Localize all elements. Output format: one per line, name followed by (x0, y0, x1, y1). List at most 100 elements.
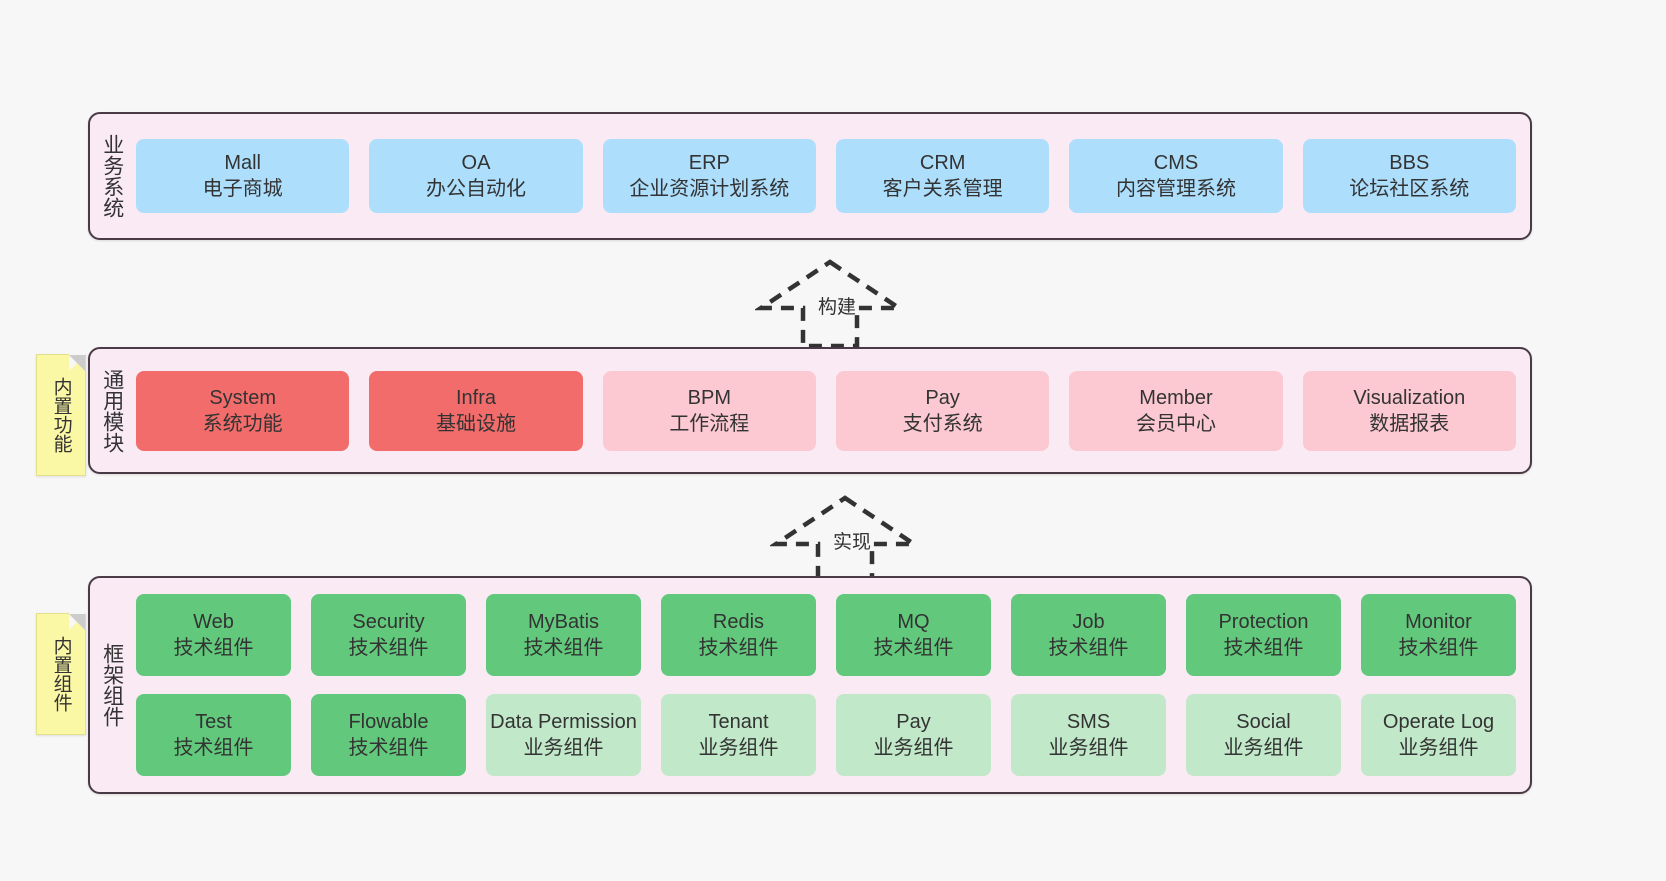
card-visualization[interactable]: Visualization 数据报表 (1302, 370, 1516, 451)
card-mall[interactable]: Mall 电子商城 (136, 139, 350, 213)
card-mybatis[interactable]: MyBatis 技术组件 (486, 594, 641, 676)
card-bbs[interactable]: BBS 论坛社区系统 (1302, 139, 1516, 213)
card-cms[interactable]: CMS 内容管理系统 (1069, 139, 1283, 213)
card-social[interactable]: Social 业务组件 (1186, 694, 1341, 776)
card-title: Data Permission (490, 711, 637, 733)
business-card-row: Mall 电子商城 OA 办公自动化 ERP 企业资源计划系统 CRM 客户关系… (136, 139, 1516, 213)
card-pay-business[interactable]: Pay 业务组件 (836, 694, 991, 776)
card-sms[interactable]: SMS 业务组件 (1011, 694, 1166, 776)
card-title: Mall (224, 152, 261, 174)
card-title: Pay (896, 711, 931, 733)
card-title: BBS (1389, 152, 1430, 174)
card-subtitle: 基础设施 (435, 412, 516, 435)
card-subtitle: 业务组件 (873, 737, 954, 759)
card-subtitle: 数据报表 (1369, 412, 1450, 435)
card-title: Web (193, 611, 234, 633)
card-title: CMS (1153, 152, 1199, 174)
card-subtitle: 业务组件 (1048, 737, 1129, 759)
card-title: Security (352, 611, 425, 633)
layer-business-body: Mall 电子商城 OA 办公自动化 ERP 企业资源计划系统 CRM 客户关系… (134, 114, 1530, 238)
card-monitor[interactable]: Monitor 技术组件 (1361, 594, 1516, 676)
card-title: ERP (688, 152, 730, 174)
card-pay[interactable]: Pay 支付系统 (835, 370, 1050, 451)
card-web[interactable]: Web 技术组件 (136, 594, 291, 676)
layer-framework-title: 框架组件 (100, 643, 124, 727)
card-title: Social (1236, 711, 1291, 733)
card-subtitle: 企业资源计划系统 (629, 178, 790, 200)
card-title: OA (461, 152, 491, 174)
card-subtitle: 电子商城 (202, 178, 283, 200)
framework-business-row: Test 技术组件 Flowable 技术组件 Data Permission … (136, 694, 1516, 776)
card-subtitle: 办公自动化 (425, 178, 526, 200)
card-infra[interactable]: Infra 基础设施 (369, 370, 583, 451)
layer-common-module: 通用模块 System 系统功能 Infra 基础设施 BPM 工作流程 Pay… (88, 347, 1532, 474)
card-redis[interactable]: Redis 技术组件 (661, 594, 816, 676)
note-label: 内置组件 (50, 636, 72, 712)
card-title: Protection (1218, 611, 1309, 633)
card-member[interactable]: Member 会员中心 (1069, 370, 1283, 451)
card-title: Pay (925, 386, 960, 409)
card-system[interactable]: System 系统功能 (136, 370, 350, 451)
card-title: Operate Log (1382, 711, 1495, 733)
layer-common-body: System 系统功能 Infra 基础设施 BPM 工作流程 Pay 支付系统… (134, 349, 1530, 472)
card-subtitle: 支付系统 (902, 412, 983, 435)
card-subtitle: 技术组件 (873, 637, 954, 659)
card-test[interactable]: Test 技术组件 (136, 694, 291, 776)
card-subtitle: 技术组件 (1048, 637, 1129, 659)
common-card-row: System 系统功能 Infra 基础设施 BPM 工作流程 Pay 支付系统… (136, 370, 1516, 451)
card-subtitle: 技术组件 (1223, 637, 1304, 659)
card-title: Flowable (348, 711, 429, 733)
layer-common-title: 通用模块 (100, 368, 124, 453)
card-title: Visualization (1353, 386, 1466, 409)
card-title: System (209, 386, 276, 409)
card-subtitle: 会员中心 (1135, 412, 1216, 435)
connector-implement-label: 实现 (833, 532, 872, 553)
note-label: 内置功能 (50, 377, 72, 453)
card-title: MyBatis (527, 611, 600, 633)
card-title: Redis (712, 611, 765, 633)
card-title: Job (1072, 611, 1105, 633)
card-job[interactable]: Job 技术组件 (1011, 594, 1166, 676)
card-subtitle: 客户关系管理 (882, 178, 1003, 200)
card-flowable[interactable]: Flowable 技术组件 (311, 694, 466, 776)
card-subtitle: 系统功能 (202, 412, 283, 435)
card-subtitle: 工作流程 (669, 412, 750, 435)
card-mq[interactable]: MQ 技术组件 (836, 594, 991, 676)
card-title: BPM (687, 386, 731, 409)
card-title: Infra (455, 386, 496, 409)
card-subtitle: 内容管理系统 (1115, 178, 1236, 200)
card-data-permission[interactable]: Data Permission 业务组件 (486, 694, 641, 776)
note-builtin-component: 内置组件 (36, 613, 86, 735)
card-subtitle: 技术组件 (523, 637, 604, 659)
card-title: Member (1139, 386, 1213, 409)
card-subtitle: 技术组件 (348, 737, 429, 759)
card-tenant[interactable]: Tenant 业务组件 (661, 694, 816, 776)
card-title: CRM (919, 152, 966, 174)
card-title: Tenant (708, 711, 769, 733)
layer-business-title: 业务系统 (100, 134, 124, 218)
note-builtin-function: 内置功能 (36, 354, 86, 476)
card-subtitle: 技术组件 (173, 737, 254, 759)
card-title: Monitor (1405, 611, 1472, 633)
card-subtitle: 业务组件 (523, 737, 604, 759)
card-subtitle: 论坛社区系统 (1349, 178, 1470, 200)
layer-framework-body: Web 技术组件 Security 技术组件 MyBatis 技术组件 Redi… (134, 578, 1530, 792)
card-security[interactable]: Security 技术组件 (311, 594, 466, 676)
card-subtitle: 技术组件 (1398, 637, 1479, 659)
card-title: MQ (897, 611, 930, 633)
framework-tech-row: Web 技术组件 Security 技术组件 MyBatis 技术组件 Redi… (136, 594, 1516, 676)
card-crm[interactable]: CRM 客户关系管理 (835, 139, 1050, 213)
card-title: SMS (1066, 711, 1111, 733)
card-bpm[interactable]: BPM 工作流程 (602, 370, 816, 451)
card-subtitle: 技术组件 (348, 637, 429, 659)
connector-build-label: 构建 (818, 297, 857, 318)
card-operate-log[interactable]: Operate Log 业务组件 (1361, 694, 1516, 776)
card-subtitle: 业务组件 (698, 737, 779, 759)
card-subtitle: 技术组件 (173, 637, 254, 659)
card-subtitle: 业务组件 (1223, 737, 1304, 759)
card-oa[interactable]: OA 办公自动化 (369, 139, 583, 213)
card-protection[interactable]: Protection 技术组件 (1186, 594, 1341, 676)
card-title: Test (195, 711, 232, 733)
card-subtitle: 业务组件 (1398, 737, 1479, 759)
card-erp[interactable]: ERP 企业资源计划系统 (602, 139, 816, 213)
